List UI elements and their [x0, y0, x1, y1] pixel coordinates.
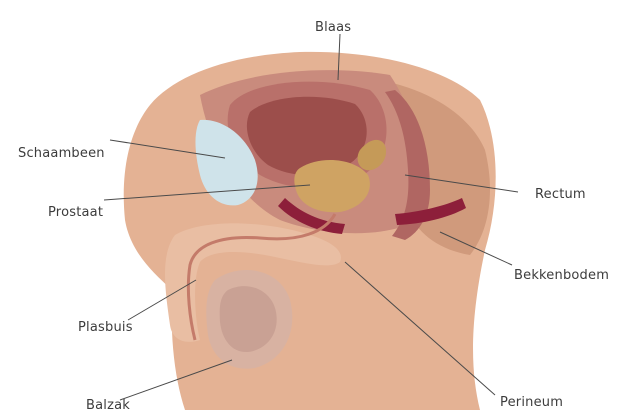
label-scrotum: Balzak [86, 398, 130, 413]
label-pelvic-floor: Bekkenbodem [514, 268, 609, 283]
label-rectum: Rectum [535, 187, 586, 202]
label-pubic-bone: Schaambeen [18, 146, 105, 161]
label-perineum: Perineum [500, 395, 563, 410]
label-bladder: Blaas [315, 20, 351, 35]
label-urethra: Plasbuis [78, 320, 133, 335]
label-prostate: Prostaat [48, 205, 103, 220]
